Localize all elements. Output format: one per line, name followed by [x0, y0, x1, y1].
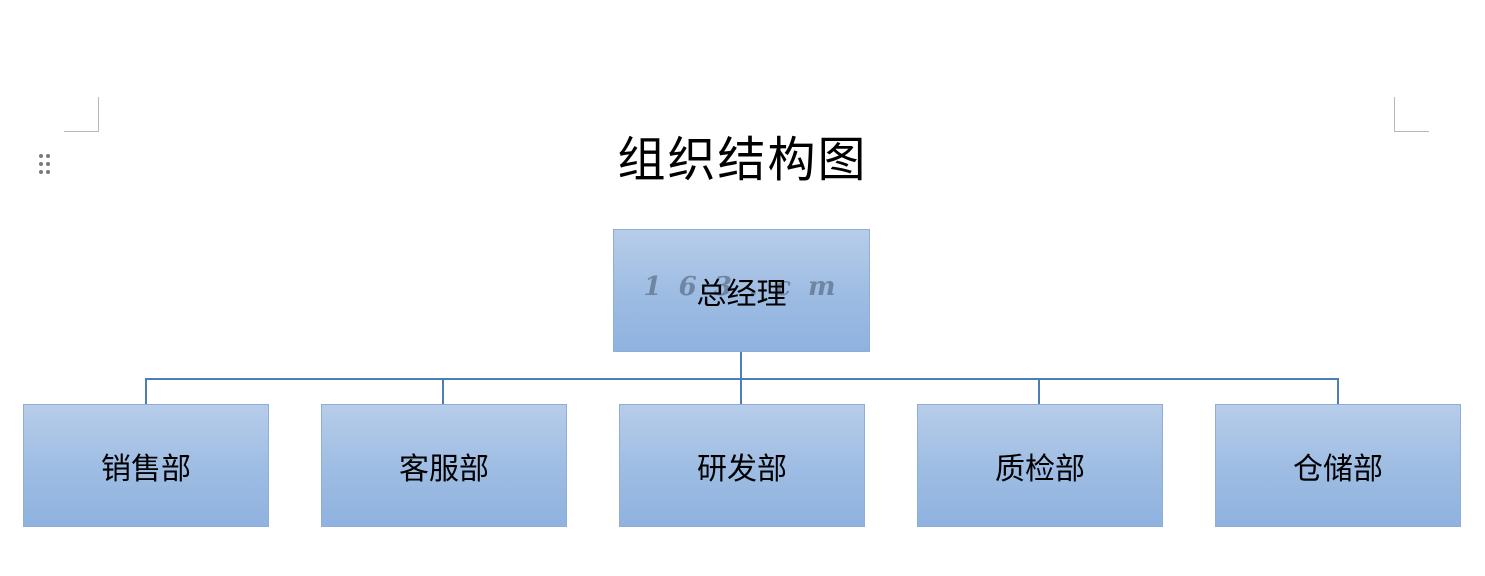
org-node-dept-3-label: 研发部	[697, 451, 787, 487]
org-node-dept-1-label: 销售部	[101, 451, 191, 487]
org-node-dept-1[interactable]: 销售部	[23, 404, 269, 527]
page-corner-mark-top-left	[64, 97, 99, 132]
watermark-text: 1 6 3 . c m	[643, 272, 840, 302]
page-corner-mark-top-right	[1394, 97, 1429, 132]
org-node-dept-4[interactable]: 质检部	[917, 404, 1163, 527]
org-node-dept-3[interactable]: 研发部	[619, 404, 865, 527]
org-node-dept-4-label: 质检部	[995, 451, 1085, 487]
org-node-root[interactable]: 1 6 3 . c m 总经理	[613, 229, 870, 352]
org-node-root-label: 总经理	[696, 276, 787, 312]
diagram-title: 组织结构图	[617, 132, 868, 188]
org-node-dept-2[interactable]: 客服部	[321, 404, 567, 527]
org-node-dept-5-label: 仓储部	[1293, 451, 1383, 487]
drag-handle-icon[interactable]	[37, 153, 53, 175]
org-node-dept-2-label: 客服部	[399, 451, 489, 487]
org-node-dept-5[interactable]: 仓储部	[1215, 404, 1461, 527]
